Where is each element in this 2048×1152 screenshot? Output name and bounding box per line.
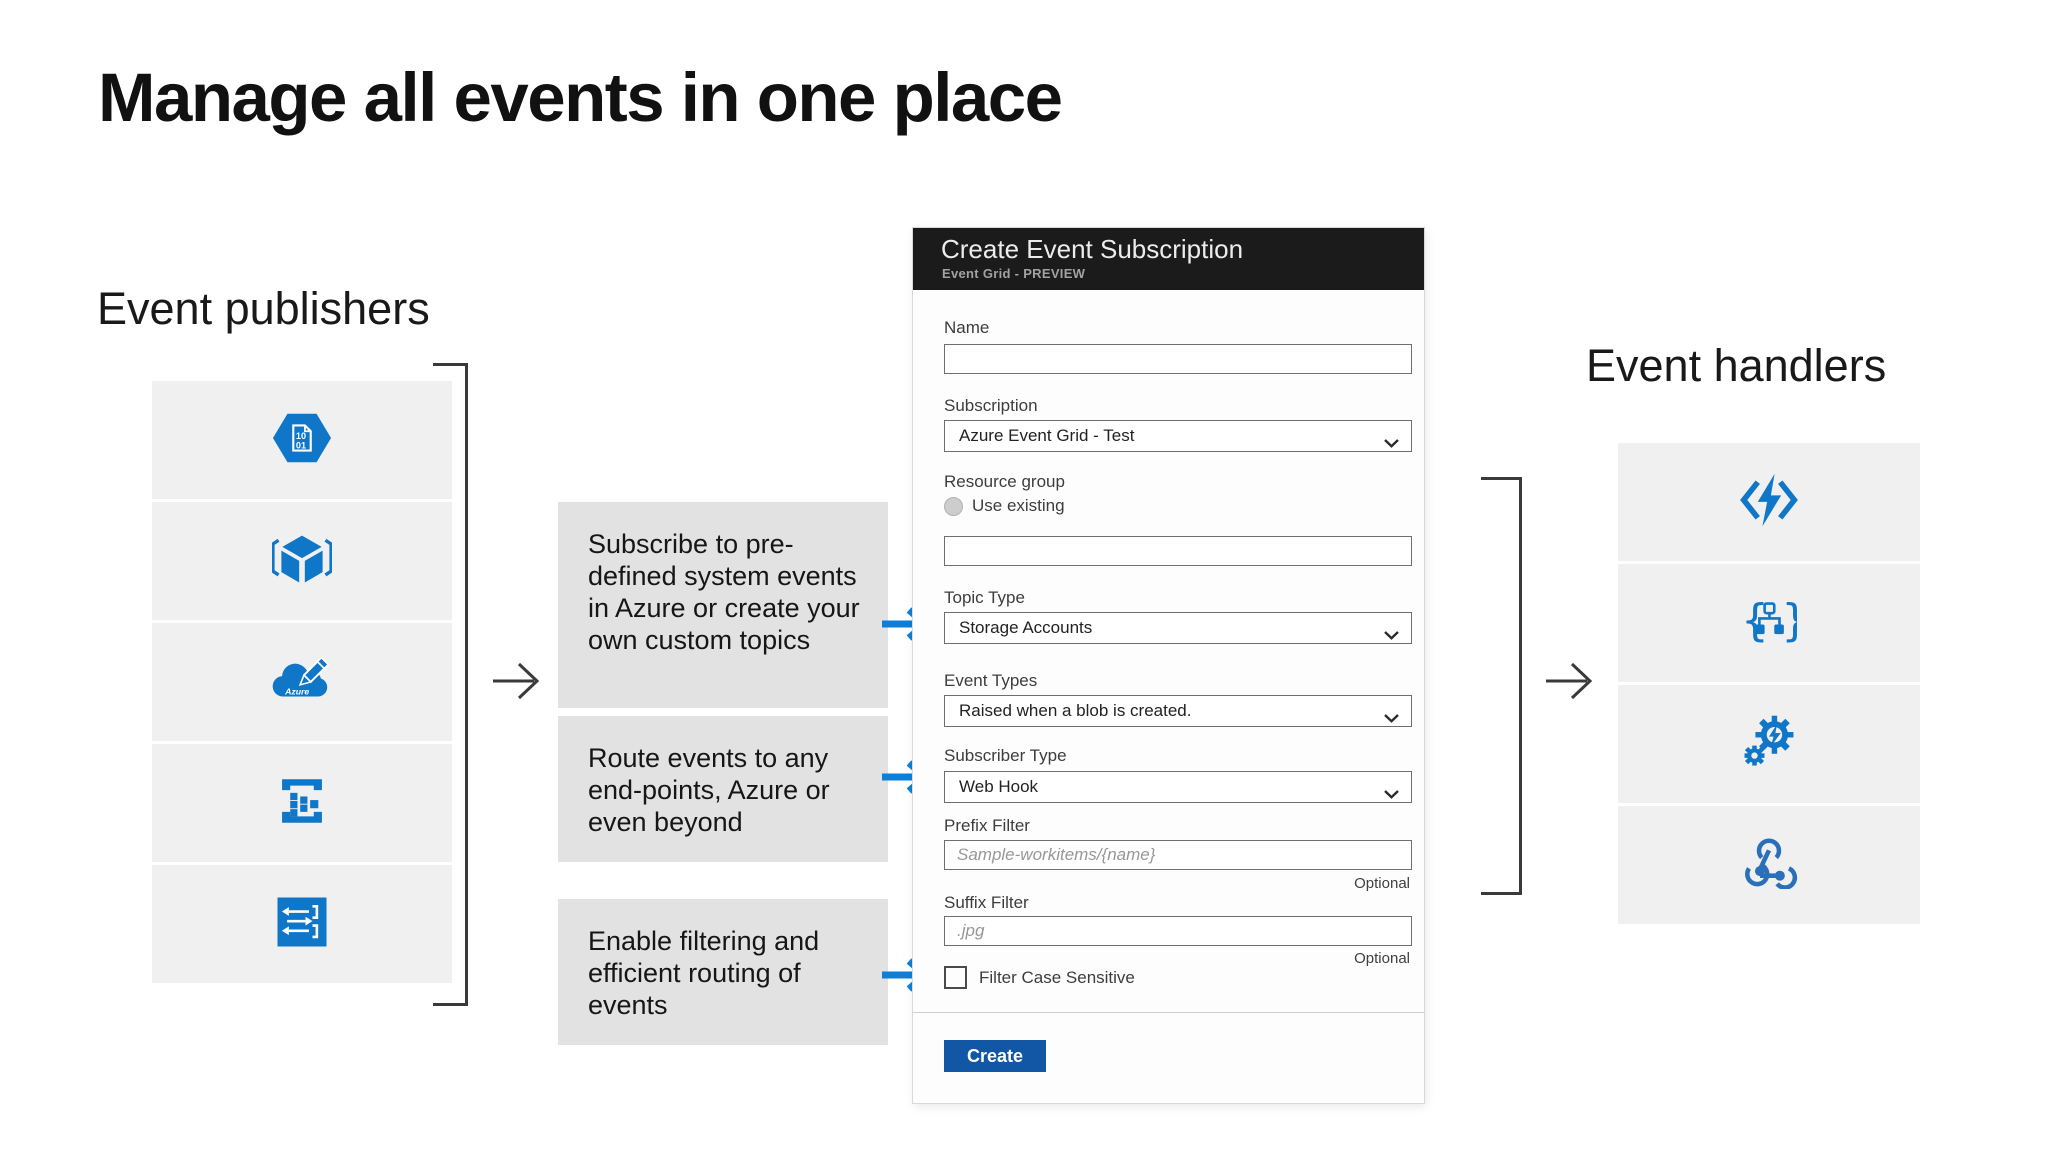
suffix-filter-input[interactable]: [944, 916, 1412, 946]
subscription-select[interactable]: Azure Event Grid - Test: [944, 420, 1412, 452]
resource-cube-icon: [271, 529, 333, 594]
publisher-tile: [152, 502, 452, 620]
create-event-subscription-dialog: Create Event Subscription Event Grid - P…: [913, 228, 1424, 1103]
topic-type-value: Storage Accounts: [959, 618, 1093, 637]
event-types-select[interactable]: Raised when a blob is created.: [944, 695, 1412, 727]
subscriber-type-label: Subscriber Type: [944, 746, 1067, 765]
handlers-column: { }: [1618, 443, 1920, 927]
radio-circle-icon: [944, 496, 963, 516]
svg-text:01: 01: [296, 440, 306, 450]
dialog-header: Create Event Subscription Event Grid - P…: [913, 228, 1424, 290]
azure-functions-icon: [1739, 472, 1799, 533]
name-input[interactable]: [944, 344, 1412, 374]
name-label: Name: [944, 318, 990, 337]
prefix-filter-label: Prefix Filter: [944, 816, 1030, 835]
flow-arrow-handlers-icon: [1545, 656, 1599, 706]
chevron-down-icon: [1384, 708, 1399, 728]
svg-text:10: 10: [296, 430, 306, 440]
handler-tile: { }: [1618, 564, 1920, 682]
handler-tile: [1618, 806, 1920, 924]
azure-custom-topics-icon: Azure: [271, 655, 333, 710]
svg-text:Azure: Azure: [284, 686, 309, 696]
dialog-subtitle: Event Grid - PREVIEW: [942, 266, 1086, 281]
topic-type-label: Topic Type: [944, 588, 1025, 607]
use-existing-label: Use existing: [972, 496, 1065, 515]
subscription-value: Azure Event Grid - Test: [959, 426, 1135, 445]
publisher-tile: [152, 865, 452, 983]
handlers-bracket: [1481, 477, 1522, 895]
subscriber-type-value: Web Hook: [959, 777, 1039, 796]
description-subscribe: Subscribe to pre-defined system events i…: [558, 502, 888, 708]
use-existing-radio[interactable]: Use existing: [944, 496, 1065, 516]
publishers-bracket: [433, 363, 468, 1006]
chevron-down-icon: [1384, 433, 1399, 453]
dialog-footer-divider: [913, 1012, 1424, 1013]
logic-apps-icon: { }: [1741, 592, 1809, 655]
publishers-column: 10 01: [152, 381, 452, 986]
subscriber-type-select[interactable]: Web Hook: [944, 771, 1412, 803]
publisher-tile: [152, 744, 452, 862]
create-button[interactable]: Create: [944, 1040, 1046, 1072]
resource-group-input[interactable]: [944, 536, 1412, 566]
webhook-icon: [1740, 837, 1798, 894]
event-types-value: Raised when a blob is created.: [959, 701, 1192, 720]
handler-tile: [1618, 685, 1920, 803]
publishers-heading: Event publishers: [97, 283, 430, 334]
automation-icon: [1740, 713, 1798, 776]
handler-tile: [1618, 443, 1920, 561]
topic-type-select[interactable]: Storage Accounts: [944, 612, 1412, 644]
description-filter: Enable filtering and efficient routing o…: [558, 899, 888, 1045]
subscription-label: Subscription: [944, 396, 1038, 415]
description-route: Route events to any end-points, Azure or…: [558, 716, 888, 862]
checkbox-icon: [944, 966, 967, 989]
prefix-filter-input[interactable]: [944, 840, 1412, 870]
handlers-heading: Event handlers: [1586, 340, 1887, 391]
flow-arrow-publishers-icon: [492, 656, 546, 706]
filter-case-sensitive-checkbox[interactable]: Filter Case Sensitive: [944, 966, 1135, 989]
suffix-filter-label: Suffix Filter: [944, 893, 1029, 912]
event-types-label: Event Types: [944, 671, 1038, 690]
chevron-down-icon: [1384, 625, 1399, 645]
iot-hub-icon: 10 01: [271, 410, 333, 471]
page-title: Manage all events in one place: [98, 59, 1063, 136]
publisher-tile: Azure: [152, 623, 452, 741]
svg-text:}: }: [1781, 595, 1797, 646]
resource-group-label: Resource group: [944, 472, 1065, 491]
suffix-optional-note: Optional: [1354, 950, 1410, 967]
chevron-down-icon: [1384, 784, 1399, 804]
filter-case-sensitive-label: Filter Case Sensitive: [979, 967, 1135, 987]
dialog-title: Create Event Subscription: [941, 234, 1244, 264]
event-hubs-icon: [273, 772, 331, 835]
publisher-tile: 10 01: [152, 381, 452, 499]
media-services-icon: [274, 894, 330, 955]
prefix-optional-note: Optional: [1354, 875, 1410, 892]
